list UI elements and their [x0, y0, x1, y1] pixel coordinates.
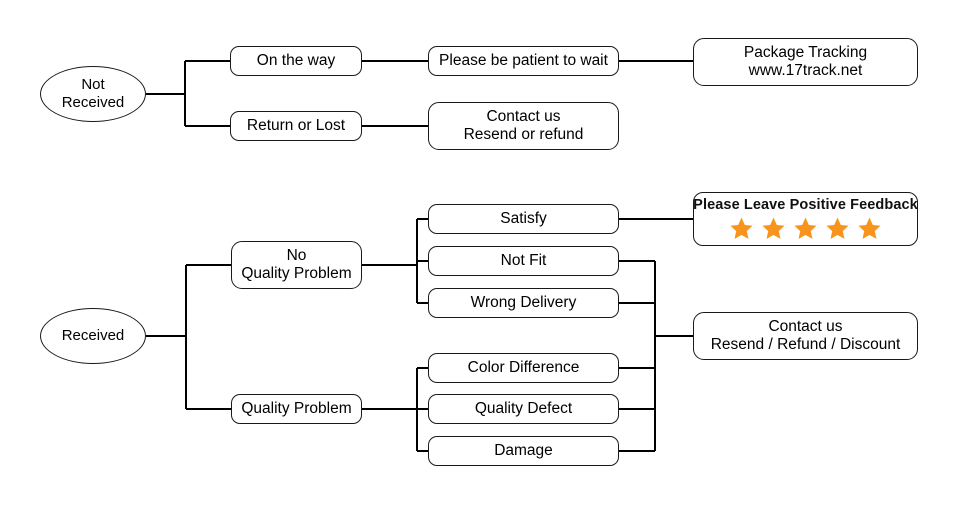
node-satisfy[interactable]: Satisfy: [428, 204, 619, 234]
node-package-tracking[interactable]: Package Tracking www.17track.net: [693, 38, 918, 86]
node-satisfy-label: Satisfy: [429, 210, 618, 228]
feedback-inner-panel: Please Leave Positive Feedback: [693, 197, 918, 241]
node-on-the-way[interactable]: On the way: [230, 46, 362, 76]
node-quality-defect-text: Quality Defect: [474, 399, 573, 417]
node-please-be-patient-label: Please be patient to wait: [429, 52, 618, 70]
node-please-leave-positive-feedback[interactable]: Please Leave Positive Feedback: [693, 192, 918, 246]
node-contact-us-resend-refund-discount[interactable]: Contact us Resend / Refund / Discount: [693, 312, 918, 360]
node-package-tracking-line2: www.17track.net: [748, 62, 863, 79]
node-no-quality-problem[interactable]: No Quality Problem: [231, 241, 362, 289]
node-quality-problem[interactable]: Quality Problem: [231, 394, 362, 424]
node-no-quality-problem-label: No Quality Problem: [232, 247, 361, 284]
node-contact-us-resend-or-refund[interactable]: Contact us Resend or refund: [428, 102, 619, 150]
node-not-fit[interactable]: Not Fit: [428, 246, 619, 276]
feedback-title: Please Leave Positive Feedback: [693, 197, 918, 214]
node-contact-resend-refund-line2: Resend or refund: [463, 126, 584, 143]
node-damage-text: Damage: [494, 441, 553, 459]
node-package-tracking-line1: Package Tracking: [743, 43, 868, 61]
node-wrong-delivery-text: Wrong Delivery: [470, 293, 577, 311]
node-color-difference[interactable]: Color Difference: [428, 353, 619, 383]
node-contact-discount-line1: Contact us: [768, 317, 843, 335]
node-contact-resend-refund-line1: Contact us: [486, 107, 561, 125]
node-not-received[interactable]: Not Received: [40, 66, 146, 122]
node-contact-discount-label: Contact us Resend / Refund / Discount: [694, 318, 917, 355]
node-quality-problem-label: Quality Problem: [232, 400, 361, 418]
node-not-fit-label: Not Fit: [429, 252, 618, 270]
node-damage-label: Damage: [429, 442, 618, 460]
node-not-received-label: Not Received: [41, 76, 145, 111]
node-color-difference-text: Color Difference: [467, 358, 580, 376]
node-not-received-line2: Received: [61, 94, 125, 111]
node-quality-defect-label: Quality Defect: [429, 400, 618, 418]
star-rating[interactable]: [729, 216, 882, 241]
star-icon-1[interactable]: [729, 216, 754, 241]
node-return-or-lost-label: Return or Lost: [231, 117, 361, 135]
star-icon-4[interactable]: [825, 216, 850, 241]
node-not-fit-text: Not Fit: [500, 251, 547, 269]
node-package-tracking-label: Package Tracking www.17track.net: [694, 44, 917, 81]
node-damage[interactable]: Damage: [428, 436, 619, 466]
node-on-the-way-label: On the way: [231, 52, 361, 70]
node-wrong-delivery-label: Wrong Delivery: [429, 294, 618, 312]
node-not-received-line1: Not: [81, 76, 105, 94]
node-color-difference-label: Color Difference: [429, 359, 618, 377]
node-on-the-way-text: On the way: [256, 51, 336, 69]
node-return-or-lost[interactable]: Return or Lost: [230, 111, 362, 141]
star-icon-3[interactable]: [793, 216, 818, 241]
node-please-be-patient-to-wait[interactable]: Please be patient to wait: [428, 46, 619, 76]
node-contact-resend-refund-label: Contact us Resend or refund: [429, 108, 618, 145]
node-return-or-lost-text: Return or Lost: [246, 116, 346, 134]
node-wrong-delivery[interactable]: Wrong Delivery: [428, 288, 619, 318]
star-icon-5[interactable]: [857, 216, 882, 241]
node-no-quality-problem-line2: Quality Problem: [241, 265, 352, 282]
node-contact-discount-line2: Resend / Refund / Discount: [710, 336, 901, 353]
node-please-be-patient-text: Please be patient to wait: [439, 51, 608, 69]
node-received[interactable]: Received: [40, 308, 146, 364]
node-received-text: Received: [61, 327, 125, 345]
node-quality-defect[interactable]: Quality Defect: [428, 394, 619, 424]
star-icon-2[interactable]: [761, 216, 786, 241]
node-no-quality-problem-line1: No: [286, 246, 307, 264]
node-satisfy-text: Satisfy: [500, 209, 547, 227]
node-received-label: Received: [41, 327, 145, 345]
node-quality-problem-text: Quality Problem: [241, 399, 352, 417]
